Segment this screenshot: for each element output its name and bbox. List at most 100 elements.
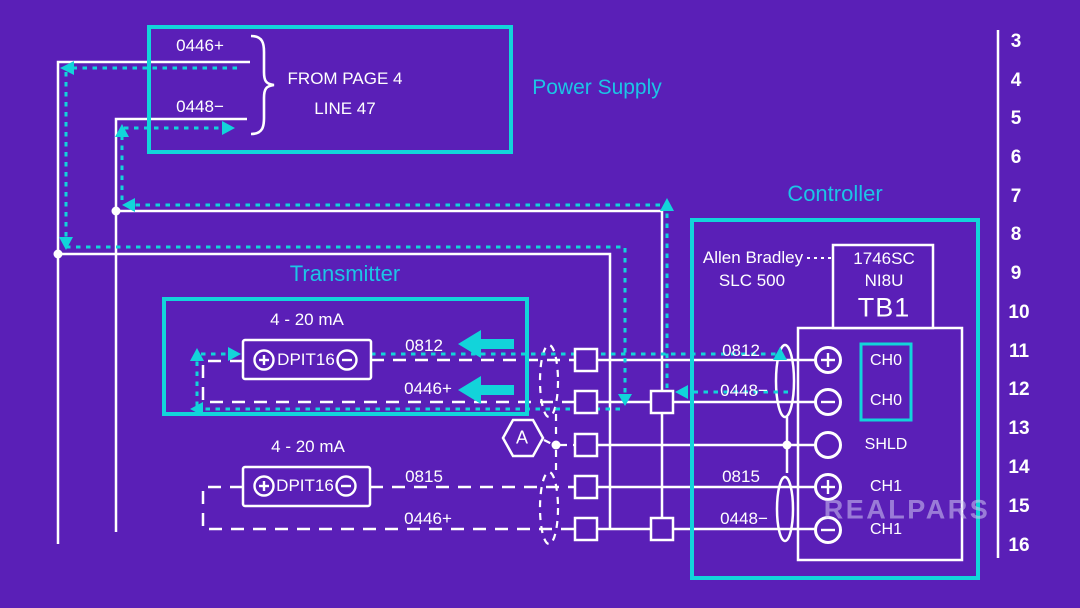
- wire-0815-label: 0815: [405, 467, 443, 486]
- ladder-rung-number: 11: [1008, 341, 1030, 362]
- hexagon-node-label: A: [515, 427, 529, 448]
- psu-wire-plus-label: 0446+: [176, 36, 224, 55]
- dpit16-box-1: [241, 338, 373, 381]
- ladder-rung-number: 10: [1008, 302, 1030, 323]
- power-supply-box: [147, 25, 513, 154]
- flow-arrowheads: [59, 61, 787, 416]
- arrow-up-icon: [773, 347, 787, 360]
- controller-terminals: [814, 346, 842, 544]
- terminal-circle: [814, 431, 842, 459]
- junction-dots: [53, 206, 792, 450]
- channel-label-ch1a: CH1: [869, 478, 903, 495]
- junction-dot: [782, 440, 792, 450]
- terminal-square: [573, 474, 599, 500]
- junction-dot: [551, 440, 561, 450]
- minus-terminal-icon: [335, 475, 357, 497]
- arrow-right-icon: [222, 121, 235, 135]
- module-label-line2: NI8U: [864, 271, 904, 290]
- ladder-rung-number: 8: [1010, 224, 1022, 245]
- arrow-left-icon: [675, 385, 688, 399]
- arrow-up-icon: [660, 198, 674, 211]
- module-label-line1: 1746SC: [853, 249, 915, 268]
- supply-run-lower: [58, 252, 612, 529]
- loop1-range-label: 4 - 20 mA: [270, 310, 344, 329]
- realpars-watermark: REALPARS: [823, 494, 991, 525]
- brace-icon: [250, 34, 275, 136]
- ladder-rung-number: 7: [1010, 186, 1022, 207]
- terminal-square: [573, 389, 599, 415]
- wire-0446-loop2: [201, 485, 586, 531]
- ladder-rung-number: 14: [1008, 457, 1030, 478]
- wire-0446-loop1: [201, 359, 586, 404]
- controller-brand-line1: Allen Bradley: [702, 248, 804, 267]
- channel-label-shld: SHLD: [864, 436, 908, 453]
- field-terminal-squares: [573, 347, 675, 542]
- dpit-polarity-icons: [253, 349, 358, 497]
- controller-title: Controller: [787, 181, 883, 206]
- arrow-up-icon: [115, 124, 129, 137]
- module-box: [831, 243, 935, 330]
- terminal-square: [573, 432, 599, 458]
- hexagon-tie: [543, 439, 553, 445]
- ladder-rung-number: 5: [1010, 108, 1022, 129]
- ch0-highlight-box: [859, 342, 913, 422]
- big-left-arrow-icon: [458, 330, 514, 358]
- node-hexagon: [501, 418, 545, 458]
- arrow-right-icon: [228, 347, 241, 361]
- ladder-rung-number: 3: [1010, 31, 1022, 52]
- plus-terminal-icon: [253, 349, 275, 371]
- dpit16-label-1: DPIT16: [277, 350, 335, 369]
- cable-shield-right-lower: [775, 475, 795, 543]
- ctrl-wire-0812-label: 0812: [722, 341, 760, 360]
- controller-brand-line2: SLC 500: [718, 271, 786, 290]
- ctrl-wire-0448a-label: 0448−: [720, 381, 768, 400]
- channel-label-ch0a: CH0: [869, 352, 903, 369]
- cable-shield-left-lower: [538, 470, 560, 546]
- psu-note-line2: LINE 47: [314, 99, 376, 118]
- transmitter-title: Transmitter: [289, 261, 401, 286]
- arrow-left-icon: [122, 198, 135, 212]
- controller-box: [690, 218, 980, 580]
- terminal-block-label: TB1: [857, 292, 911, 323]
- big-left-arrow-icon: [458, 376, 514, 404]
- power-supply-title: Power Supply: [532, 76, 662, 99]
- ladder-rung-number: 16: [1008, 535, 1030, 556]
- channel-label-ch1b: CH1: [869, 521, 903, 538]
- arrow-down-icon: [618, 394, 632, 406]
- minus-terminal-icon: [336, 349, 358, 371]
- dpit16-box-2: [241, 465, 372, 508]
- ladder-rung-number: 13: [1008, 418, 1030, 439]
- psu-plus-rail: [56, 60, 250, 544]
- ladder-rung-number: 15: [1008, 496, 1030, 517]
- dpit16-label-2: DPIT16: [276, 476, 334, 495]
- transmitter-box: [162, 297, 529, 416]
- ladder-rung-number: 6: [1010, 147, 1022, 168]
- ctrl-wire-0448b-label: 0448−: [720, 509, 768, 528]
- wire-0812-label: 0812: [405, 336, 443, 355]
- arrow-up-icon: [190, 348, 204, 361]
- junction-square: [649, 389, 675, 415]
- wire-0446-label-2: 0446+: [404, 509, 452, 528]
- arrow-down-icon: [59, 237, 73, 250]
- ctrl-wire-0815-label: 0815: [722, 467, 760, 486]
- plus-terminal-icon: [253, 475, 275, 497]
- psu-minus-rail: [114, 117, 247, 532]
- cable-shield-left-upper: [538, 343, 560, 419]
- ladder-rung-number: 9: [1010, 263, 1022, 284]
- psu-note-line1: FROM PAGE 4: [287, 69, 403, 88]
- arrow-left-icon: [60, 61, 74, 75]
- terminal-square: [573, 516, 599, 542]
- terminal-square: [573, 347, 599, 373]
- cable-shield-right-upper: [774, 343, 796, 419]
- psu-wire-minus-label: 0448−: [176, 97, 224, 116]
- junction-dot: [53, 249, 63, 259]
- loop2-range-label: 4 - 20 mA: [271, 437, 345, 456]
- ladder-rung-number: 12: [1008, 379, 1030, 400]
- channel-label-ch0b: CH0: [869, 392, 903, 409]
- wire-0446-label-1: 0446+: [404, 379, 452, 398]
- cable-shields: [538, 343, 796, 546]
- junction-square: [649, 516, 675, 542]
- ladder-rung-number: 4: [1010, 70, 1022, 91]
